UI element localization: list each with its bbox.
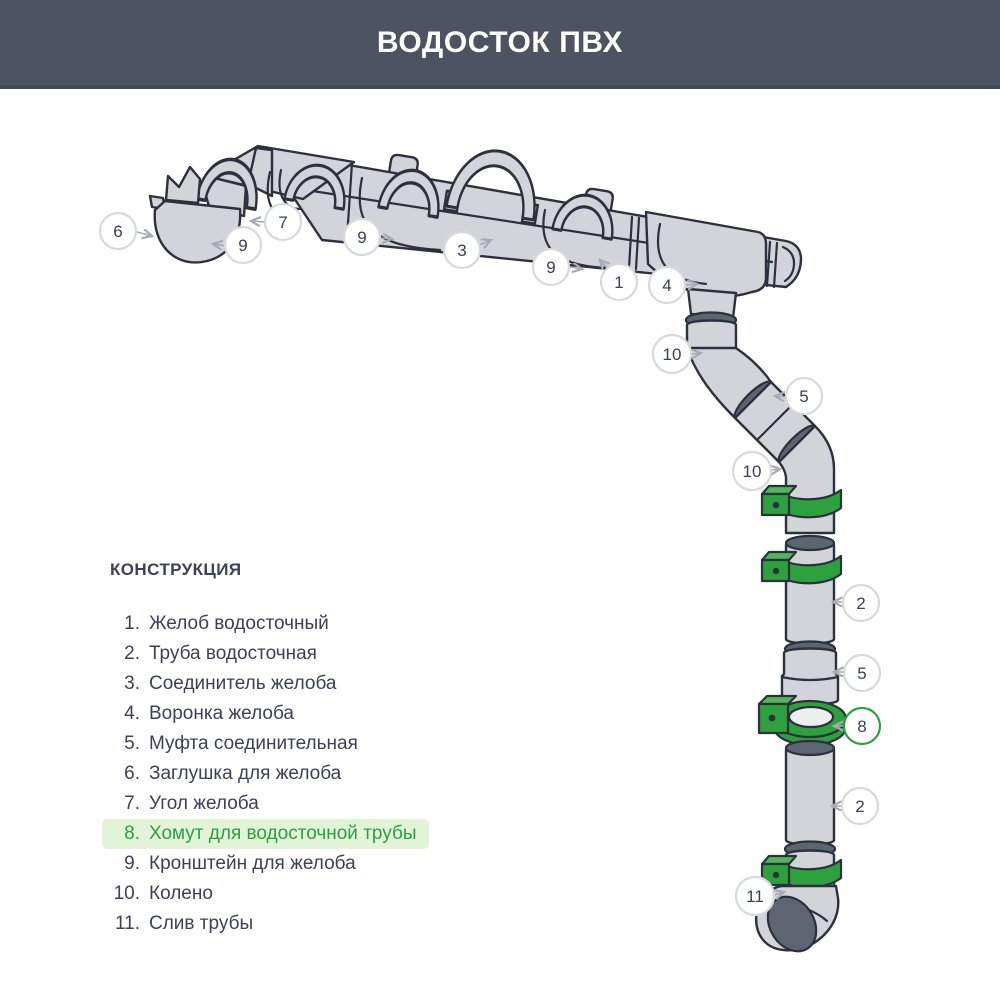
callout-9c: 9 (531, 247, 571, 287)
header: ВОДОСТОК ПВХ (0, 0, 1000, 89)
legend-item-7: 7. Угол желоба (124, 793, 259, 814)
gutter-joint-lines (345, 161, 779, 289)
callout-2a: 2 (841, 583, 881, 623)
svg-text:7: 7 (278, 213, 287, 232)
legend-item-1: 1. Желоб водосточный (124, 613, 329, 634)
svg-text:10: 10 (743, 462, 762, 481)
callout-7: 7 (263, 202, 303, 242)
svg-text:9: 9 (546, 258, 555, 277)
callout-3: 3 (442, 230, 482, 270)
svg-text:1: 1 (614, 273, 623, 292)
legend-item-9: 9. Кронштейн для желоба (124, 853, 356, 874)
svg-text:5: 5 (799, 387, 808, 406)
downpipe-chain (684, 311, 848, 953)
callout-2b: 2 (840, 786, 880, 826)
legend-list: 1. Желоб водосточный 2. Труба водосточна… (102, 609, 429, 939)
svg-text:10: 10 (663, 345, 682, 364)
svg-text:5: 5 (857, 664, 866, 683)
legend-item-3: 3. Соединитель желоба (124, 673, 337, 694)
callout-10a: 10 (651, 333, 693, 375)
legend-item-5: 5. Муфта соединительная (124, 733, 358, 754)
callout-1: 1 (599, 262, 639, 302)
legend: КОНСТРУКЦИЯ 1. Желоб водосточный 2. Труб… (102, 560, 429, 939)
callout-11: 11 (734, 875, 776, 917)
svg-text:9: 9 (238, 236, 247, 255)
svg-text:8: 8 (857, 717, 866, 736)
pipe-clamp-ring (757, 694, 848, 747)
legend-item-4: 4. Воронка желоба (124, 703, 294, 724)
callout-10b: 10 (731, 450, 773, 492)
callout-8: 8 (842, 706, 882, 746)
svg-text:2: 2 (855, 797, 864, 816)
svg-text:6: 6 (113, 222, 122, 241)
pipe-socket (784, 739, 836, 757)
legend-item-10: 10. Колено (113, 883, 213, 904)
svg-text:2: 2 (856, 594, 865, 613)
svg-text:11: 11 (746, 887, 764, 906)
pipe-socket (784, 534, 836, 552)
downpipe-section (784, 744, 836, 846)
pipe-outlet (754, 884, 840, 953)
svg-text:4: 4 (662, 276, 671, 295)
page-title: ВОДОСТОК ПВХ (376, 25, 624, 59)
legend-item-8-highlighted: 8. Хомут для водосточной трубы (102, 819, 429, 849)
callout-6: 6 (98, 211, 138, 251)
callout-5a: 5 (784, 376, 824, 416)
callout-5b: 5 (842, 653, 882, 693)
svg-text:3: 3 (457, 241, 466, 260)
callout-4: 4 (647, 265, 687, 305)
callout-9a: 9 (223, 225, 263, 265)
legend-item-11: 11. Слив трубы (114, 913, 254, 934)
legend-title: КОНСТРУКЦИЯ (110, 560, 242, 579)
svg-text:9: 9 (357, 228, 366, 247)
callout-9b: 9 (342, 217, 382, 257)
callouts: 6 9 7 9 3 9 1 4 10 (98, 202, 882, 917)
legend-item-6: 6. Заглушка для желоба (124, 763, 342, 784)
legend-item-2: 2. Труба водосточная (124, 643, 317, 664)
